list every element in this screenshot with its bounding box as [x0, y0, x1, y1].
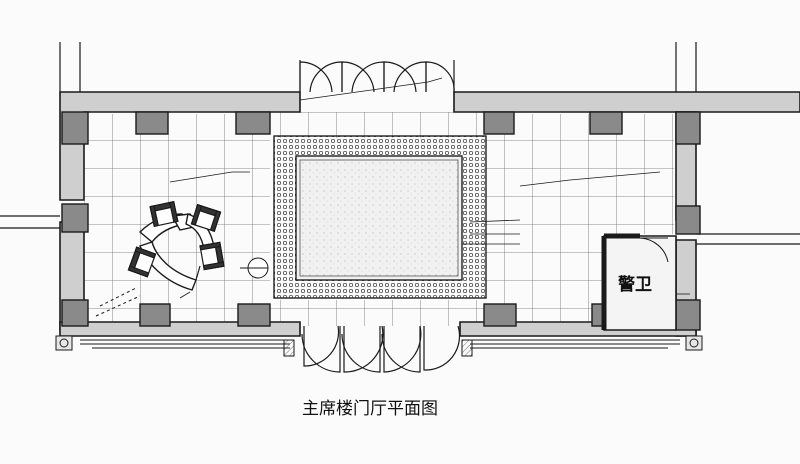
entrance-steps	[55, 335, 703, 357]
guard-room	[601, 233, 677, 331]
central-carpet	[273, 135, 487, 299]
chairs	[127, 201, 225, 278]
section-marker	[240, 257, 269, 279]
top-doors	[299, 61, 455, 93]
leader-lines	[169, 77, 690, 299]
drawing-title: 主席楼门厅平面图	[302, 399, 438, 419]
ramp-marks	[95, 287, 141, 317]
tile-floor	[84, 112, 674, 326]
bottom-doors	[301, 325, 461, 373]
guard-room-label: 警卫	[617, 274, 652, 295]
